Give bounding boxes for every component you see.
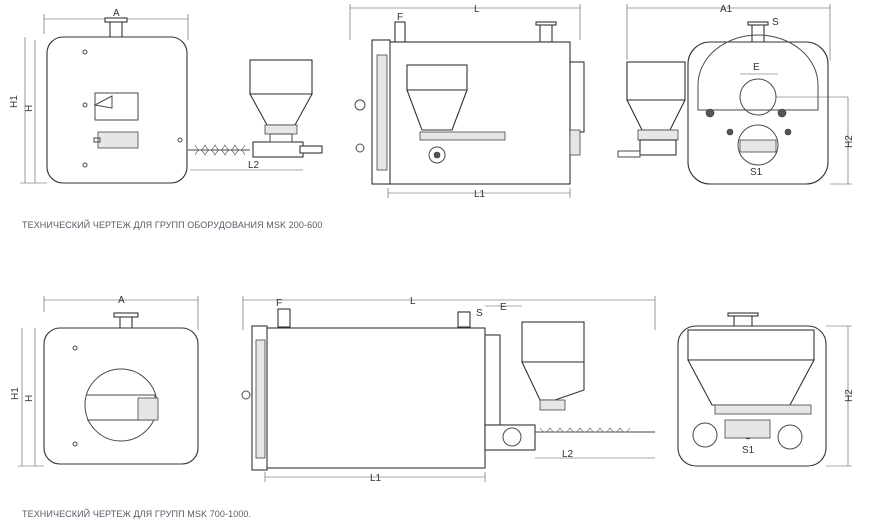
top-front-dim-l2: L2 bbox=[248, 160, 260, 171]
bottom-side-dim-l1: L1 bbox=[370, 473, 382, 484]
bottom-front-view: A H1 H bbox=[10, 295, 199, 467]
top-front-view: A H1 H L2 bbox=[9, 8, 323, 184]
top-side-label-f: F bbox=[397, 12, 403, 23]
top-rear-dim-e: E bbox=[753, 62, 760, 73]
bottom-side-view: L F S E L2 L1 bbox=[241, 296, 656, 484]
bottom-rear-view: H2 S1 bbox=[677, 312, 855, 467]
top-side-dim-l: L bbox=[474, 4, 480, 15]
top-front-dim-h: H bbox=[24, 105, 35, 112]
top-side-dim-l1: L1 bbox=[474, 189, 486, 200]
top-rear-dim-h2: H2 bbox=[844, 135, 855, 148]
top-side-view: L F L1 bbox=[349, 4, 585, 200]
top-front-dim-a: A bbox=[113, 8, 120, 19]
bottom-side-dim-e: E bbox=[500, 302, 507, 313]
bottom-side-label-f: F bbox=[276, 298, 282, 309]
bottom-rear-dim-h2: H2 bbox=[844, 389, 855, 402]
top-rear-label-s1: S1 bbox=[750, 167, 763, 178]
top-front-dim-h1: H1 bbox=[9, 95, 20, 108]
bottom-side-label-s: S bbox=[476, 308, 483, 319]
bottom-side-dim-l2: L2 bbox=[562, 449, 574, 460]
bottom-rear-label-s1: S1 bbox=[742, 445, 755, 456]
bottom-front-dim-a: A bbox=[118, 295, 125, 306]
top-rear-label-s: S bbox=[772, 17, 779, 28]
top-rear-view: A1 S E H2 S1 bbox=[617, 4, 855, 185]
caption-top: ТЕХНИЧЕСКИЙ ЧЕРТЕЖ ДЛЯ ГРУПП ОБОРУДОВАНИ… bbox=[22, 220, 323, 230]
bottom-front-dim-h: H bbox=[24, 395, 35, 402]
bottom-front-dim-h1: H1 bbox=[10, 387, 21, 400]
caption-bottom: ТЕХНИЧЕСКИЙ ЧЕРТЕЖ ДЛЯ ГРУПП MSK 700-100… bbox=[22, 509, 252, 519]
top-rear-dim-a1: A1 bbox=[720, 4, 733, 15]
bottom-side-dim-l: L bbox=[410, 296, 416, 307]
